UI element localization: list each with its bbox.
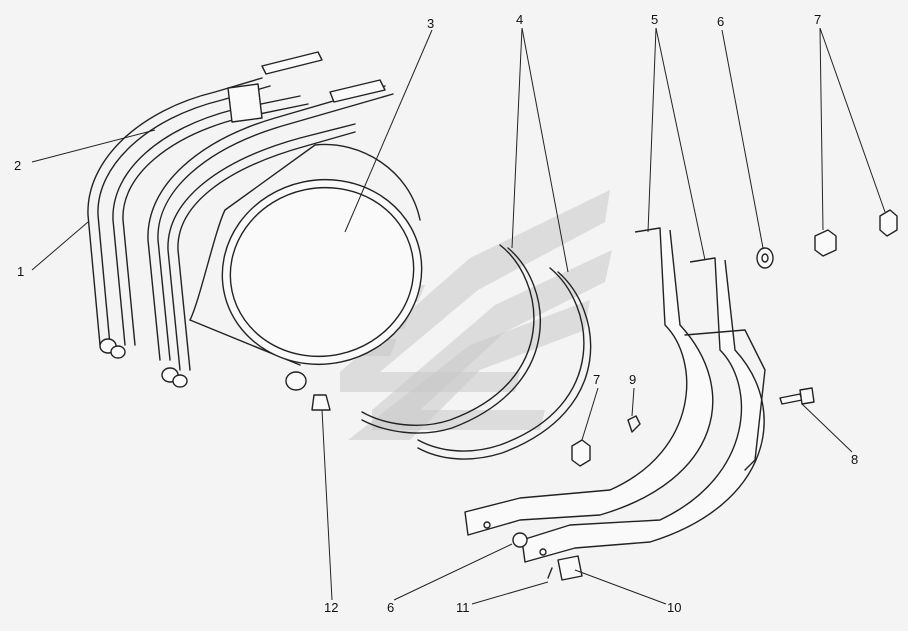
callout-6-bottom: 6 <box>387 600 394 615</box>
callout-numbers: 1 2 3 4 5 6 7 8 9 10 11 12 7 6 <box>14 12 858 615</box>
bracket-saddles <box>464 227 766 563</box>
hardware <box>512 209 898 581</box>
arc-strips <box>361 244 592 460</box>
callout-8: 8 <box>851 452 858 467</box>
callout-6-top: 6 <box>717 14 724 29</box>
callout-9: 9 <box>629 372 636 387</box>
callout-7-top: 7 <box>814 12 821 27</box>
tank-cylinder <box>189 143 423 411</box>
callout-1: 1 <box>17 264 24 279</box>
callout-11: 11 <box>456 600 470 615</box>
strap-bands <box>87 51 394 388</box>
callout-2: 2 <box>14 158 21 173</box>
callout-4: 4 <box>516 12 523 27</box>
callout-5: 5 <box>651 12 658 27</box>
callout-7-bottom: 7 <box>593 372 600 387</box>
watermark-logo <box>295 190 612 440</box>
callout-12: 12 <box>324 600 338 615</box>
leader-lines <box>31 27 886 605</box>
callout-3: 3 <box>427 16 434 31</box>
callout-10: 10 <box>667 600 681 615</box>
